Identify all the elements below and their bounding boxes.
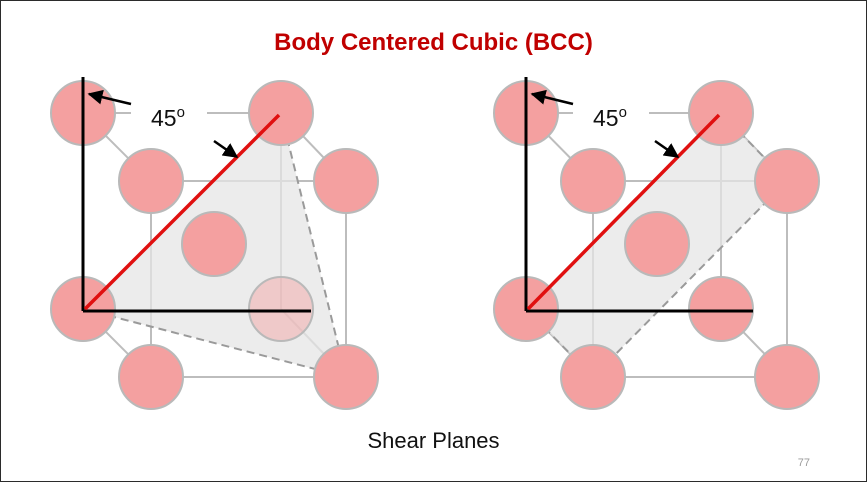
axes-right <box>524 77 753 313</box>
atom <box>313 344 379 410</box>
arrow-to-axis-right <box>530 89 574 106</box>
atom <box>118 344 184 410</box>
atom <box>560 148 626 214</box>
arrow-to-axis-left <box>87 89 132 106</box>
atom-center <box>181 211 247 277</box>
slide-title: Body Centered Cubic (BCC) <box>274 29 593 56</box>
plane-edges-left <box>82 112 347 378</box>
shear-direction-left <box>83 113 281 311</box>
angle-label-left: 45o <box>151 104 185 131</box>
atom-center <box>624 211 690 277</box>
axes-left <box>81 77 311 313</box>
shear-direction-right <box>526 113 721 311</box>
arrow-to-line-right <box>654 139 680 159</box>
atom <box>248 276 314 342</box>
bcc-cell-right: 45o <box>493 77 820 410</box>
atom <box>118 148 184 214</box>
atom <box>754 344 820 410</box>
atoms-left <box>50 80 379 410</box>
atom <box>754 148 820 214</box>
angle-label-right: 45o <box>593 104 627 131</box>
atoms-right <box>493 80 820 410</box>
page-number: 77 <box>797 457 810 469</box>
atom <box>560 344 626 410</box>
atom <box>313 148 379 214</box>
atom <box>688 276 754 342</box>
caption: Shear Planes <box>367 428 500 453</box>
arrow-to-line-left <box>213 139 239 159</box>
bcc-cell-left: 45o <box>50 77 379 410</box>
